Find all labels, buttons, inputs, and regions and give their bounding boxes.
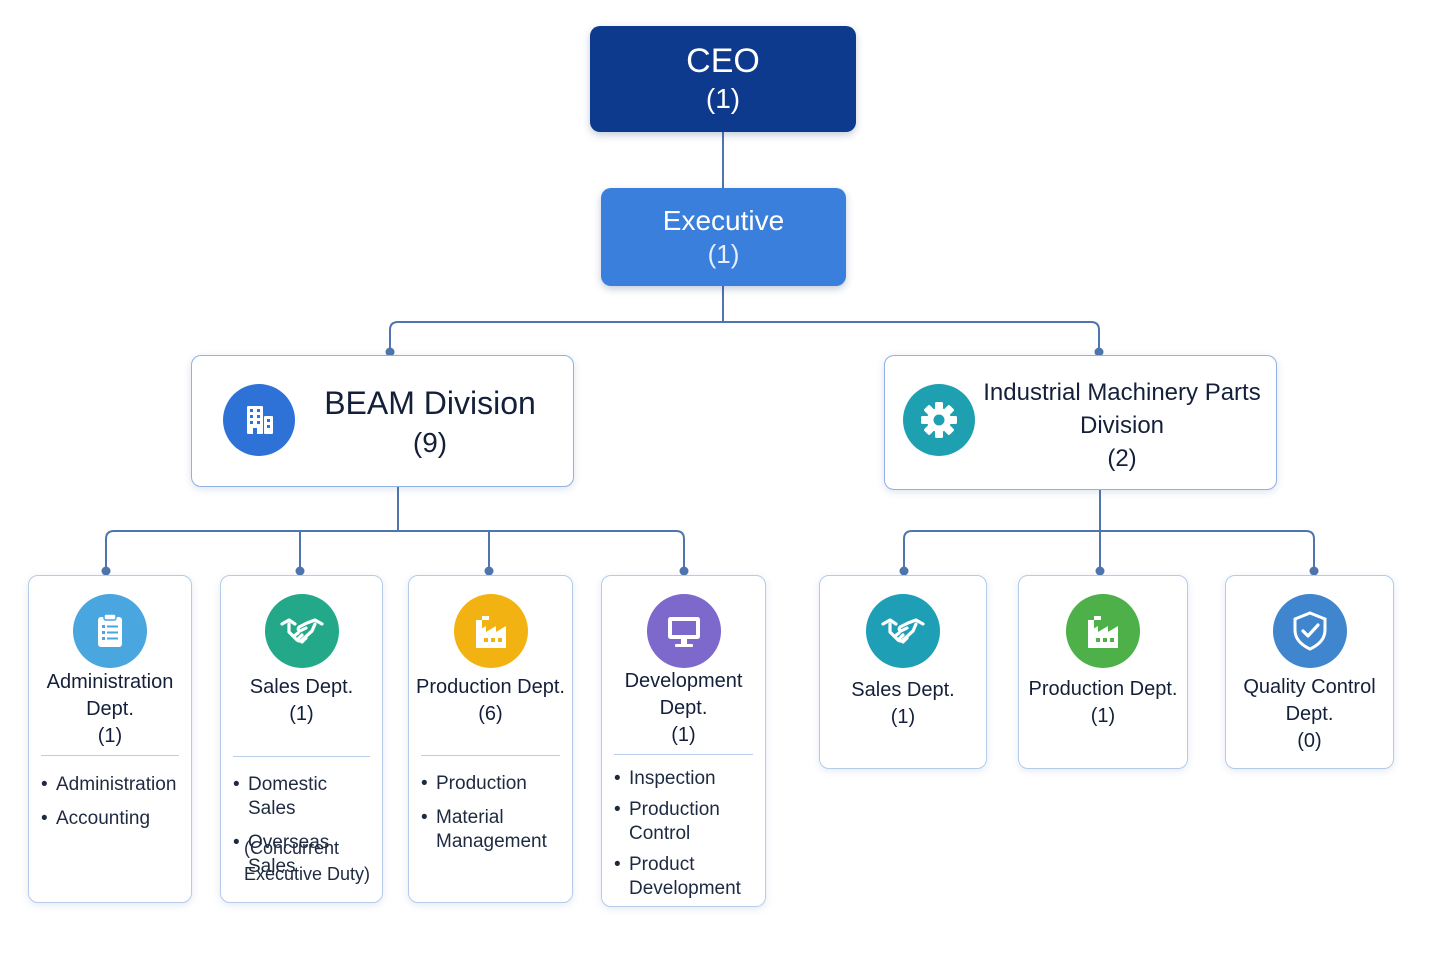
- imp-division-node[interactable]: Industrial Machinery Parts Division (2): [884, 355, 1277, 490]
- beam-admin-dept-card[interactable]: Administration Dept. (1) Administration …: [28, 575, 192, 903]
- beam-division-title: BEAM Division: [324, 385, 536, 421]
- gear-icon: [903, 384, 975, 456]
- beam-admin-dept-name: Administration Dept.: [46, 671, 174, 720]
- beam-production-dept-count: (6): [478, 703, 503, 725]
- list-item: Accounting: [41, 807, 187, 831]
- imp-quality-control-dept-card[interactable]: Quality Control Dept. (0): [1225, 575, 1394, 769]
- imp-sales-dept-name: Sales Dept.: [851, 679, 955, 701]
- executive-node[interactable]: Executive (1): [601, 188, 846, 286]
- imp-division-title: Industrial Machinery Parts Division: [983, 379, 1261, 439]
- beam-admin-dept-functions: Administration Accounting: [41, 773, 187, 841]
- beam-sales-dept-card[interactable]: Sales Dept. (1) Domestic Sales Overseas …: [220, 575, 383, 903]
- beam-production-dept-card[interactable]: Production Dept. (6) Production Material…: [408, 575, 573, 903]
- beam-sales-dept-functions: Domestic Sales Overseas Sales: [233, 773, 378, 886]
- executive-count: (1): [707, 239, 740, 269]
- divider: [41, 755, 179, 756]
- divider: [233, 756, 370, 757]
- executive-title: Executive: [662, 205, 785, 236]
- beam-sales-dept-count: (1): [289, 703, 314, 725]
- beam-development-dept-card[interactable]: Development Dept. (1) Inspection Product…: [601, 575, 766, 907]
- clipboard-icon: [73, 594, 147, 668]
- imp-production-dept-card[interactable]: Production Dept. (1): [1018, 575, 1188, 769]
- beam-development-dept-name: Development Dept.: [624, 670, 743, 719]
- beam-sales-dept-name: Sales Dept.: [249, 676, 354, 698]
- beam-division-count: (9): [412, 427, 448, 458]
- list-item: Inspection: [614, 767, 761, 791]
- shield-check-icon: [1272, 594, 1347, 668]
- beam-admin-dept-count: (1): [97, 725, 123, 747]
- factory-icon: [453, 594, 528, 668]
- divider: [614, 754, 753, 755]
- list-item: Overseas Sales: [233, 831, 378, 879]
- list-item: Product Development: [614, 853, 761, 901]
- imp-quality-control-dept-name: Quality Control Dept.: [1243, 676, 1376, 725]
- imp-sales-dept-card[interactable]: Sales Dept. (1): [819, 575, 987, 769]
- beam-division-node[interactable]: BEAM Division (9): [191, 355, 574, 487]
- imp-division-count: (2): [1107, 445, 1137, 472]
- beam-production-dept-name: Production Dept.: [416, 676, 565, 698]
- imp-sales-dept-count: (1): [890, 706, 916, 728]
- ceo-title: CEO: [686, 42, 760, 80]
- beam-production-dept-functions: Production Material Management: [421, 772, 568, 864]
- imp-production-dept-name: Production Dept.: [1028, 678, 1178, 700]
- imp-production-dept-count: (1): [1090, 705, 1116, 727]
- ceo-count: (1): [705, 83, 741, 114]
- list-item: Domestic Sales: [233, 773, 378, 821]
- beam-sales-dept-note: (Concurrent Executive Duty): [244, 838, 371, 884]
- list-item: Administration: [41, 773, 187, 797]
- handshake-icon: [264, 594, 339, 668]
- monitor-icon: [646, 594, 721, 668]
- beam-development-dept-count: (1): [671, 724, 696, 746]
- divider: [421, 755, 560, 756]
- imp-quality-control-dept-count: (0): [1297, 730, 1322, 752]
- building-icon: [223, 384, 295, 456]
- list-item: Material Management: [421, 806, 568, 854]
- ceo-node[interactable]: CEO (1): [590, 26, 856, 132]
- beam-development-dept-functions: Inspection Production Control Product De…: [614, 767, 761, 908]
- list-item: Production Control: [614, 798, 761, 846]
- factory-icon: [1066, 594, 1140, 668]
- handshake-icon: [866, 594, 940, 668]
- list-item: Production: [421, 772, 568, 796]
